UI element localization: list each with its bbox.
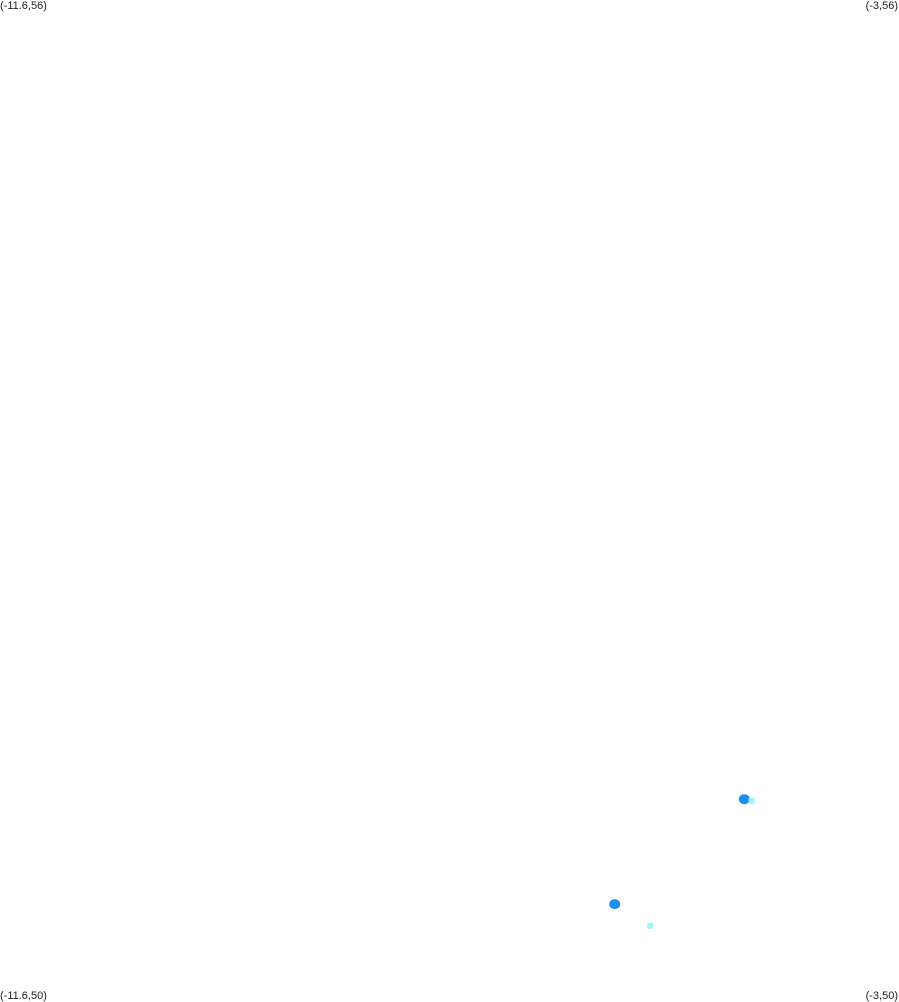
corner-label-bottom-right: (-3,50): [865, 990, 898, 1002]
corner-label-top-left: (-11.6,56): [0, 0, 47, 12]
corner-label-bottom-left: (-11.6,50): [0, 990, 47, 1002]
map-marker-2: [748, 797, 755, 804]
map-marker-1: [738, 794, 750, 805]
corner-label-top-right: (-3,56): [865, 0, 898, 12]
map-marker-4: [647, 922, 654, 929]
map-marker-3: [609, 899, 621, 910]
markers-layer: [609, 794, 755, 929]
